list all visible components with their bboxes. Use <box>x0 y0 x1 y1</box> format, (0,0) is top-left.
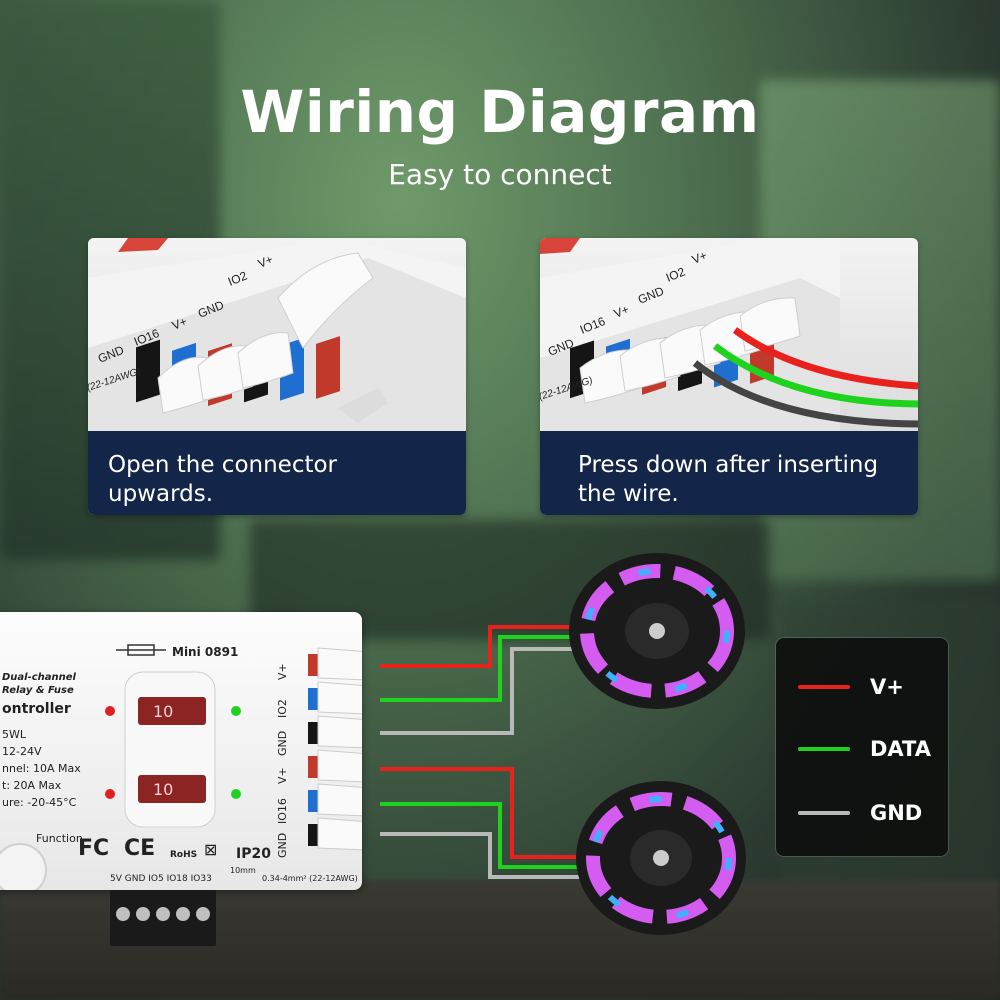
controller-unit: Mini 0891 Dual-channel Relay & Fuse ontr… <box>0 612 362 890</box>
wire-legend: V+ DATA GND <box>776 638 948 856</box>
led-strip-reel-top <box>569 553 745 709</box>
feature-line-1: Dual-channel <box>2 672 76 683</box>
terminal-label: V+ <box>690 248 709 267</box>
legend-label: V+ <box>870 675 904 699</box>
fuse-value-bottom: 10 <box>153 780 174 799</box>
function-label: Function <box>36 832 83 845</box>
connector-photo-open: GND IO16 V+ GND IO2 V+ (22-12AWG) <box>88 238 466 431</box>
legend-label: DATA <box>870 737 932 761</box>
screw-terminals <box>116 907 210 921</box>
wire-spec: 0.34-4mm² (22-12AWG) <box>262 874 358 883</box>
feature-line-2: Relay & Fuse <box>2 685 74 696</box>
controller-face <box>0 644 362 890</box>
connector-press-illustration: GND IO16 V+ GND IO2 V+ (22-12AWG) <box>540 238 918 431</box>
legend-swatch <box>798 747 850 751</box>
terminal-label: V+ <box>170 314 189 333</box>
terminal-label: V+ <box>256 252 275 271</box>
led-strip-reel-bottom <box>576 781 746 935</box>
legend-item-gnd: GND <box>798 798 938 828</box>
bottom-pin-labels: 5V GND IO5 IO18 IO33 <box>110 874 212 884</box>
step-caption-open: Open the connector upwards. <box>88 431 466 515</box>
terminal-label: IO2 <box>226 268 249 288</box>
step-card-press: GND IO16 V+ GND IO2 V+ (22-12AWG) Press … <box>540 238 918 515</box>
step-card-open: GND IO16 V+ GND IO2 V+ (22-12AWG) Open t… <box>88 238 466 515</box>
connector-open-illustration: GND IO16 V+ GND IO2 V+ (22-12AWG) <box>88 238 466 431</box>
legend-item-data: DATA <box>798 734 938 764</box>
spec-voltage: 12-24V <box>2 745 42 758</box>
spec-total: t: 20A Max <box>2 779 62 792</box>
legend-item-vplus: V+ <box>798 672 938 702</box>
fc-logo: FC <box>78 836 110 861</box>
rohs-logo: RoHS <box>170 850 198 860</box>
legend-label: GND <box>870 801 923 825</box>
spec-model: 5WL <box>2 728 27 741</box>
ip-rating: IP20 <box>236 846 271 862</box>
legend-swatch <box>798 685 850 689</box>
fuse-model-label: Mini 0891 <box>172 645 239 659</box>
terminal-label: V+ <box>612 302 631 321</box>
step-caption-press: Press down after inserting the wire. <box>540 431 918 515</box>
page-title: Wiring Diagram <box>240 78 760 146</box>
legend-swatch <box>798 811 850 815</box>
spec-channel: nnel: 10A Max <box>2 762 81 775</box>
fuse-value-top: 10 <box>153 702 174 721</box>
spec-temp: ure: -20-45°C <box>2 796 77 809</box>
connector-photo-press: GND IO16 V+ GND IO2 V+ (22-12AWG) <box>540 238 918 431</box>
weee-icon: ⊠ <box>204 840 218 859</box>
controller-name: ontroller <box>2 701 71 717</box>
terminal-label: IO2 <box>664 264 687 284</box>
screw-terminal-block <box>110 890 216 946</box>
page-subtitle: Easy to connect <box>388 158 612 191</box>
ce-logo: CE <box>124 836 156 861</box>
strip-length: 10mm <box>230 866 256 875</box>
